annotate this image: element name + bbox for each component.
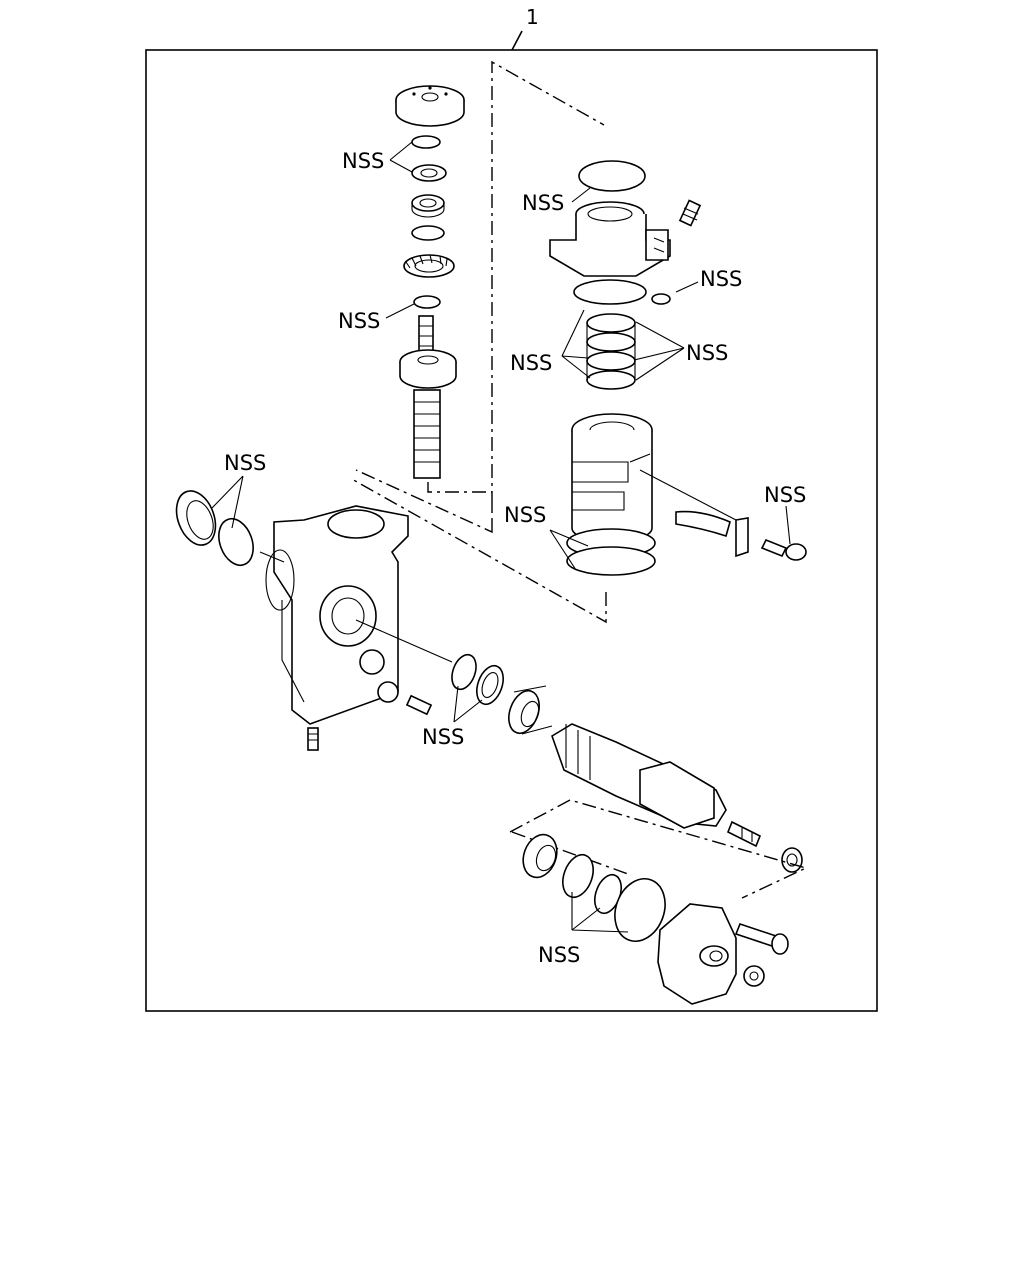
leader-input-seals <box>453 685 483 723</box>
seal-assembly-leader <box>259 551 285 563</box>
clip-leader <box>639 469 737 521</box>
housing-seal <box>573 279 647 305</box>
housing-bleed-screw <box>405 694 433 716</box>
leader-banjo-bolt <box>785 505 791 545</box>
leader-valve-lower-oring <box>385 303 415 319</box>
item-number-leader <box>511 30 523 51</box>
sector-shaft <box>551 723 727 829</box>
sector-seals <box>451 653 504 706</box>
rack-piston <box>571 413 653 543</box>
assembly-line-valve <box>355 60 605 534</box>
label-banjo-bolt: NSS <box>764 483 806 507</box>
seal-pair-left <box>175 490 254 567</box>
label-piston-seal-right: NSS <box>686 341 728 365</box>
label-side-cover-seals: NSS <box>538 943 580 967</box>
adjuster-screw <box>726 820 762 848</box>
label-housing-oring: NSS <box>522 191 564 215</box>
assembly-line-piston <box>349 477 607 624</box>
gear-housing <box>265 505 409 725</box>
leader-seal-kit-pair <box>389 141 413 173</box>
needle-bearing <box>403 254 455 278</box>
label-housing-side-oring: NSS <box>700 267 742 291</box>
valve-housing <box>549 201 671 277</box>
label-seal-kit-pair: NSS <box>342 149 384 173</box>
bearing-race <box>411 194 445 218</box>
oring-small <box>411 135 441 149</box>
leader-piston-seal-left <box>561 309 591 379</box>
spacer-ring <box>411 225 445 241</box>
item-number-label: 1 <box>526 5 539 29</box>
side-cover <box>657 903 737 1005</box>
sector-assembly-leader <box>355 619 453 663</box>
needle-bushing <box>508 685 553 735</box>
leader-piston-ring <box>549 529 589 571</box>
piston-seal-stack <box>586 313 636 390</box>
small-oring <box>651 293 671 305</box>
kit-frame <box>145 49 878 1012</box>
cap-oring <box>578 160 646 192</box>
adjuster-plug <box>395 85 465 127</box>
label-piston-seal-left: NSS <box>510 351 552 375</box>
piston-oring-pair <box>566 528 656 576</box>
leader-side-cover-seals <box>571 892 629 933</box>
leader-sector-seal-left <box>211 475 244 529</box>
adjuster-nut-small <box>781 847 803 873</box>
housing-plug-screw <box>307 727 319 751</box>
side-cover-nut <box>743 965 765 987</box>
assembly-line-side-cover <box>509 799 808 899</box>
label-piston-ring: NSS <box>504 503 546 527</box>
side-cover-bolt <box>734 923 789 955</box>
ball-guide-clip <box>675 510 749 558</box>
seal-ring <box>411 164 447 182</box>
oring-lower <box>413 295 441 309</box>
input-shaft <box>399 315 457 479</box>
label-input-seals: NSS <box>422 725 464 749</box>
leader-housing-oring <box>571 187 591 203</box>
clamp-bolt <box>760 538 807 561</box>
side-cover-bushing <box>522 833 558 879</box>
side-cover-seals <box>562 853 666 942</box>
leader-housing-side-oring <box>675 281 699 293</box>
label-sector-seal-left: NSS <box>224 451 266 475</box>
set-screw-top <box>678 199 702 227</box>
label-valve-lower-oring: NSS <box>338 309 380 333</box>
leader-piston-seal-right <box>633 321 685 381</box>
